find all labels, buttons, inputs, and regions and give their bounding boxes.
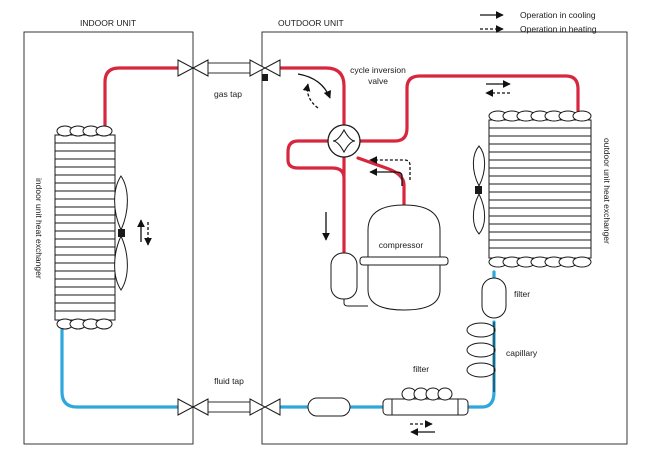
valve-cool-flow-arrow: [297, 73, 332, 99]
fluid-tap-label: fluid tap: [214, 376, 244, 386]
gas-line: [103, 62, 580, 254]
fluid-tap-outdoor: [249, 398, 281, 416]
filter-bottom-label: filter: [413, 364, 429, 374]
cycle-inversion-valve: [327, 124, 361, 158]
indoor-exchanger-label: indoor unit heat exchanger: [34, 178, 44, 279]
gas-tap-indoor: [177, 59, 209, 77]
filter-right: [481, 277, 507, 319]
capillary: [466, 322, 496, 392]
indoor-unit-title: INDOOR UNIT: [80, 18, 136, 28]
valve-label-line1: cycle inversion: [350, 65, 406, 75]
indoor-fan: [114, 175, 128, 291]
outdoor-unit-title: OUTDOOR UNIT: [278, 18, 344, 28]
compressor: [330, 204, 449, 311]
outdoor-heat-exchanger: [488, 110, 592, 268]
legend-heating-label: Operation in heating: [520, 24, 597, 34]
gas-tap-label: gas tap: [214, 89, 242, 99]
indoor-unit-box: [23, 31, 194, 445]
legend-cooling-label: Operation in cooling: [520, 10, 596, 20]
valve-heat-flow-arrow: [302, 83, 319, 109]
indoor-heat-exchanger: [54, 125, 116, 330]
capillary-label: capillary: [506, 348, 538, 358]
outdoor-exchanger-label: outdoor unit heat exchanger: [602, 138, 612, 244]
filter-right-label: filter: [514, 289, 530, 299]
compressor-heat-flow-arrow: [369, 156, 411, 180]
gas-tap-outdoor: [249, 59, 281, 81]
filter-bottom: [382, 387, 469, 416]
compressor-label: compressor: [379, 240, 424, 250]
fluid-tap-indoor: [177, 398, 209, 416]
valve-label-line2: valve: [368, 76, 388, 86]
legend: Operation in cooling Operation in heatin…: [480, 10, 597, 34]
liquid-receiver: [307, 397, 351, 417]
outdoor-fan: [472, 145, 486, 235]
outdoor-unit-box: [261, 31, 628, 445]
compressor-cool-flow-arrow: [369, 168, 403, 186]
